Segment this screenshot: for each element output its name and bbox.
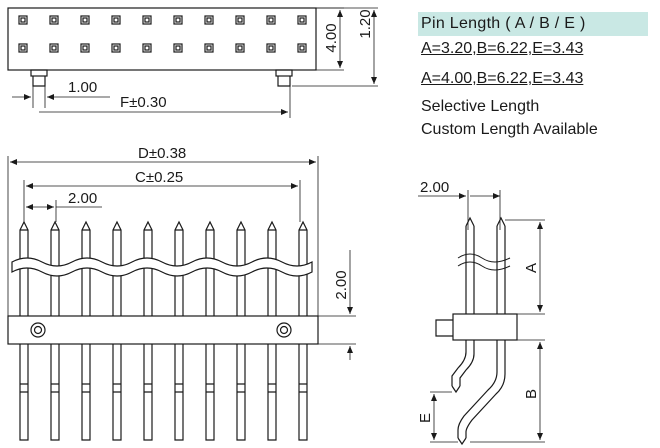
top-housing: [7, 7, 317, 71]
front-pin-upper: [298, 220, 308, 316]
dim-body-2-00: 2.00: [333, 270, 350, 299]
pin-hole: [204, 43, 214, 53]
peg-left: [30, 322, 46, 338]
pin-hole: [142, 15, 152, 25]
pin-hole: [111, 43, 121, 53]
side-view: [418, 190, 545, 446]
pin-hole-inner: [51, 45, 57, 51]
top-pin-tail-right: [275, 69, 293, 87]
front-pins: [19, 220, 308, 441]
pin-hole-inner: [144, 45, 150, 51]
front-pin-lower: [112, 344, 122, 441]
dim-1-00: 1.00: [68, 79, 97, 96]
front-pin-lower: [81, 344, 91, 441]
pin-hole-inner: [299, 17, 305, 23]
pin-hole-inner: [237, 45, 243, 51]
front-pin-upper: [174, 220, 184, 316]
front-pin-lower: [267, 344, 277, 441]
front-view: [7, 156, 356, 441]
pin-hole-inner: [113, 17, 119, 23]
pin-hole: [266, 43, 276, 53]
pin-hole-inner: [299, 45, 305, 51]
top-pin-tail-left: [30, 69, 48, 87]
front-pin-lower: [298, 344, 308, 441]
pin-hole: [266, 15, 276, 25]
pin-hole: [297, 43, 307, 53]
front-pin-upper: [112, 220, 122, 316]
pin-hole-inner: [206, 45, 212, 51]
front-pin-lower: [50, 344, 60, 441]
spec-header: Pin Length ( A / B / E ): [418, 12, 648, 36]
pin-hole-inner: [175, 17, 181, 23]
pin-hole: [18, 15, 28, 25]
pin-length-spec: Pin Length ( A / B / E ) A=3.20,B=6.22,E…: [418, 12, 648, 141]
front-pin-lower: [174, 344, 184, 441]
pin-hole: [173, 15, 183, 25]
dim-b: B: [523, 389, 540, 399]
pin-hole: [111, 15, 121, 25]
pin-hole-inner: [268, 17, 274, 23]
pin-hole-inner: [144, 17, 150, 23]
dim-a: A: [523, 263, 540, 273]
pin-hole: [49, 15, 59, 25]
spec-note-custom: Custom Length Available: [421, 121, 598, 138]
top-pin-holes: [18, 15, 307, 53]
pin-hole-inner: [20, 45, 26, 51]
pin-hole-inner: [51, 17, 57, 23]
front-pin-lower: [236, 344, 246, 441]
front-pin-upper: [236, 220, 246, 316]
dim-d: D±0.38: [138, 145, 186, 162]
spec-note-selective: Selective Length: [421, 98, 540, 115]
dim-1-20: 1.20: [357, 9, 374, 38]
pin-hole-inner: [82, 17, 88, 23]
pin-hole: [235, 15, 245, 25]
pin-hole-inner: [82, 45, 88, 51]
break-line: [11, 257, 313, 277]
front-pin-lower: [205, 344, 215, 441]
front-pin-lower: [143, 344, 153, 441]
pin-hole: [80, 43, 90, 53]
dim-e: E: [417, 413, 434, 423]
front-pin-upper: [50, 220, 60, 316]
top-view: [7, 7, 378, 118]
pin-hole: [49, 43, 59, 53]
pin-hole: [80, 15, 90, 25]
pin-hole-inner: [268, 45, 274, 51]
spec-option-1: A=3.20,B=6.22,E=3.43: [421, 40, 584, 57]
side-housing: [452, 313, 518, 341]
pin-hole: [142, 43, 152, 53]
front-housing: [7, 315, 319, 345]
pin-hole-inner: [20, 17, 26, 23]
dim-c: C±0.25: [135, 169, 183, 186]
dim-side-pitch: 2.00: [420, 179, 449, 196]
dim-4-00: 4.00: [323, 23, 340, 52]
front-pin-lower: [19, 344, 29, 441]
spec-option-2: A=4.00,B=6.22,E=3.43: [421, 70, 584, 87]
pin-hole-inner: [175, 45, 181, 51]
peg-right: [276, 322, 292, 338]
front-pin-upper: [81, 220, 91, 316]
pin-hole: [235, 43, 245, 53]
pin-hole: [18, 43, 28, 53]
pin-hole: [173, 43, 183, 53]
pin-hole-inner: [113, 45, 119, 51]
pin-hole-inner: [237, 17, 243, 23]
pin-hole-inner: [206, 17, 212, 23]
pin-hole: [204, 15, 214, 25]
front-pin-upper: [143, 220, 153, 316]
dim-pitch: 2.00: [68, 190, 97, 207]
pin-hole: [297, 15, 307, 25]
dim-f: F±0.30: [120, 94, 167, 111]
